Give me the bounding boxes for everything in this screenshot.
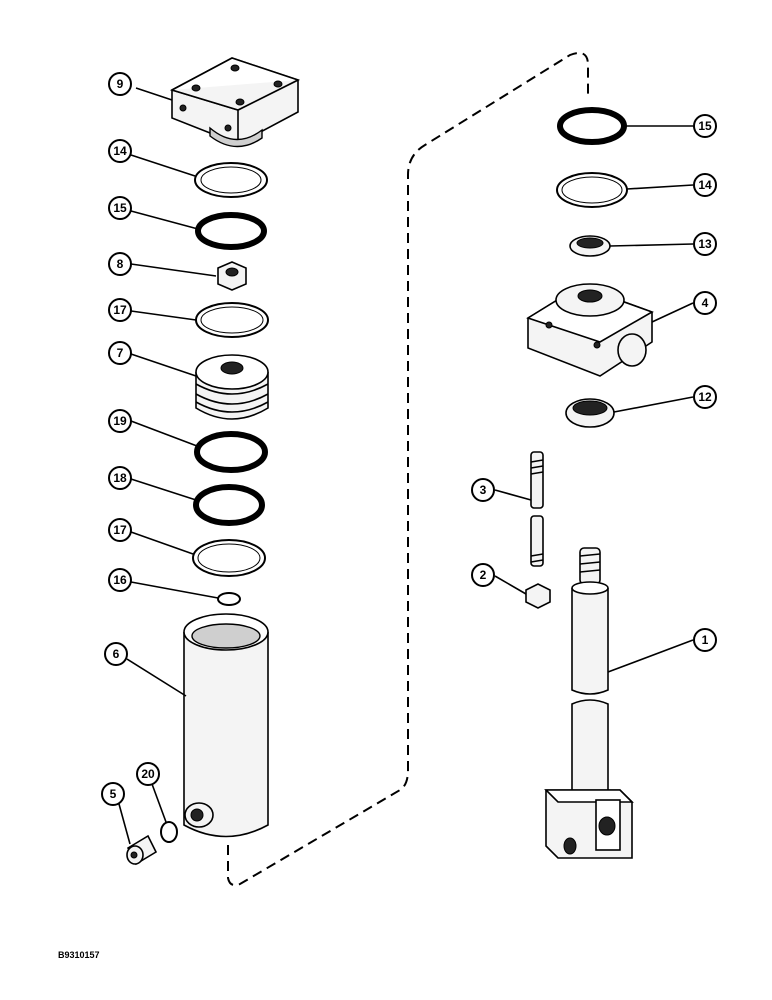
part-ring-upper-17	[195, 302, 269, 338]
callout-label: 17	[113, 523, 127, 537]
part-seal-12	[565, 398, 615, 428]
callout-label: 4	[702, 296, 709, 310]
part-nut-2	[525, 583, 551, 609]
part-washer-20	[160, 821, 178, 843]
callout: 9	[108, 72, 132, 96]
callout-label: 12	[698, 390, 712, 404]
part-piston-7	[195, 354, 269, 420]
part-cylinder-tube-6	[183, 613, 269, 838]
callout-label: 9	[117, 77, 124, 91]
part-cap-block	[169, 57, 301, 148]
callout: 13	[693, 232, 717, 256]
part-backup-ring-left-14	[194, 162, 268, 198]
callout: 20	[136, 762, 160, 786]
callout: 1	[693, 628, 717, 652]
callout-label: 20	[141, 767, 155, 781]
part-plug-5	[126, 834, 158, 866]
callout: 17	[108, 298, 132, 322]
part-seal-13	[569, 235, 611, 257]
callout: 14	[693, 173, 717, 197]
part-piston-rod-1	[544, 547, 634, 859]
part-ring-lower-17	[192, 539, 266, 577]
callout-label: 3	[480, 483, 487, 497]
callout: 3	[471, 478, 495, 502]
callout: 4	[693, 291, 717, 315]
callout-label: 18	[113, 471, 127, 485]
callout-label: 5	[110, 787, 117, 801]
part-small-ring-16	[217, 592, 241, 606]
part-stud-3	[530, 451, 544, 567]
part-o-ring-18	[193, 484, 265, 526]
callout-label: 2	[480, 568, 487, 582]
callout-label: 15	[113, 201, 127, 215]
callout-label: 14	[113, 144, 127, 158]
callout: 15	[693, 114, 717, 138]
callout-label: 1	[702, 633, 709, 647]
callout-label: 7	[117, 346, 124, 360]
callout-label: 17	[113, 303, 127, 317]
callout-label: 6	[113, 647, 120, 661]
callout: 14	[108, 139, 132, 163]
callout: 7	[108, 341, 132, 365]
callout: 8	[108, 252, 132, 276]
callout: 17	[108, 518, 132, 542]
callout-label: 8	[117, 257, 124, 271]
callout: 5	[101, 782, 125, 806]
callout-label: 13	[698, 237, 712, 251]
drawing-id-label: B9310157	[58, 950, 100, 960]
callout: 16	[108, 568, 132, 592]
callout-label: 14	[698, 178, 712, 192]
callout: 6	[104, 642, 128, 666]
part-nut-8	[217, 261, 247, 291]
callout-label: 15	[698, 119, 712, 133]
part-o-ring-right-15	[557, 107, 627, 145]
callout: 18	[108, 466, 132, 490]
part-o-ring-left-15	[195, 212, 267, 250]
callout: 19	[108, 409, 132, 433]
callout-label: 16	[113, 573, 127, 587]
callout: 15	[108, 196, 132, 220]
part-head-block-4	[526, 283, 654, 377]
part-backup-ring-right-14	[556, 172, 628, 208]
leader-lines	[118, 87, 694, 845]
part-o-ring-19	[194, 431, 268, 473]
callout-label: 19	[113, 414, 127, 428]
callout: 12	[693, 385, 717, 409]
callout: 2	[471, 563, 495, 587]
